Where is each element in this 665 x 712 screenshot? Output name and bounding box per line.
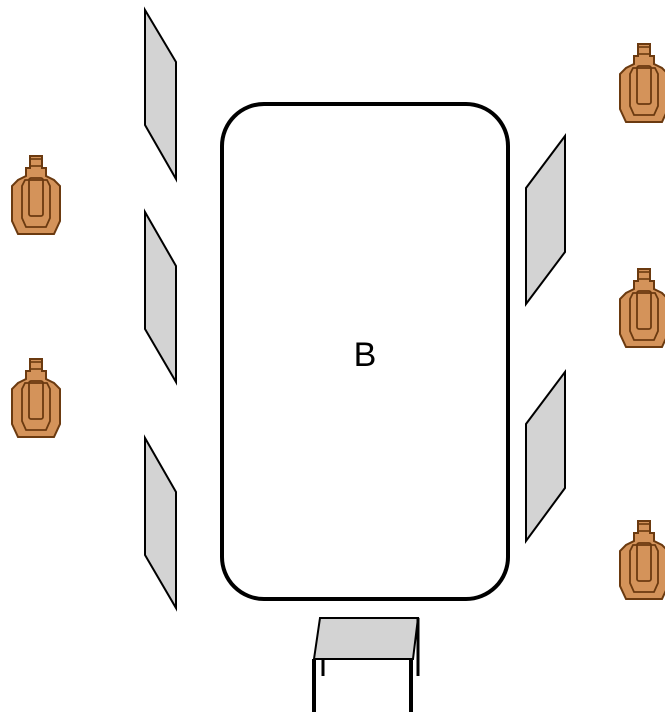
barricade-left-2 <box>144 208 177 386</box>
barricade-right-2 <box>525 369 566 545</box>
target-right-1 <box>619 43 665 123</box>
start-table <box>312 617 420 712</box>
table-top <box>312 617 420 660</box>
barricade-left-1 <box>144 6 177 183</box>
target-right-2 <box>619 268 665 348</box>
barricade-right-1 <box>525 133 566 307</box>
barricade-left-3 <box>144 434 177 612</box>
shooting-area-label: B <box>354 336 377 374</box>
target-left-1 <box>11 155 61 235</box>
target-left-2 <box>11 358 61 438</box>
shooting-area <box>220 102 510 601</box>
target-right-3 <box>619 520 665 600</box>
